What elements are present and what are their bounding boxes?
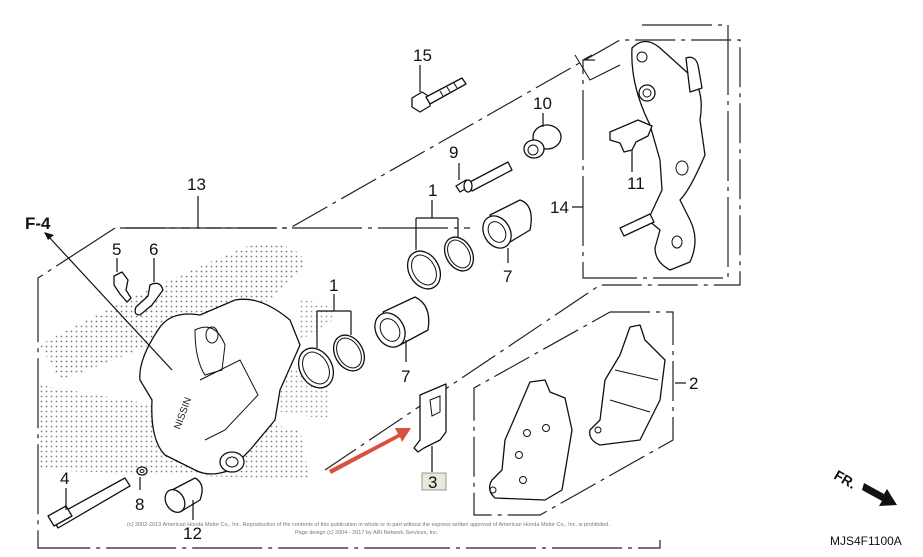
callout-15[interactable]: 15 [413,46,432,65]
group-2-outline [473,311,674,516]
callout-1-lower[interactable]: 1 [329,276,338,295]
part-4-pin[interactable] [47,477,131,529]
part-11-pin[interactable] [161,477,203,516]
callout-5[interactable]: 5 [112,240,121,259]
part-9-clip[interactable] [609,119,653,153]
part-1-seals-upper[interactable] [401,232,479,295]
part-1-seals-lower[interactable] [292,330,371,395]
callout-11[interactable]: 12 [183,524,202,543]
part-3-clip[interactable] [413,383,447,453]
copyright-line-2: Page design (c) 2004 - 2017 by ARI Netwo… [295,530,439,536]
callout-4[interactable]: 4 [60,469,69,488]
leader-lines [44,65,686,520]
part-7-piston-lower[interactable] [369,296,430,353]
callout-10[interactable]: 9 [449,143,458,162]
part-8-washer[interactable] [136,466,148,476]
copyright-line-1: (c) 2002-2013 American Honda Motor Co., … [127,522,610,528]
highlight-arrow [329,428,411,474]
callout-7-lower[interactable]: 7 [401,367,410,386]
callout-2[interactable]: 2 [689,374,698,393]
front-direction-indicator: FR. [832,467,897,506]
part-14-bracket[interactable] [619,40,706,271]
part-15-bolt[interactable] [411,77,467,113]
part-5-bleeder[interactable] [113,271,132,303]
callout-8[interactable]: 8 [135,495,144,514]
callout-3[interactable]: 3 [428,473,437,492]
group-13-outline [37,227,661,549]
reference-f4[interactable]: F-4 [25,214,51,233]
part-6-cap[interactable] [134,282,164,316]
part-12-boot[interactable] [523,124,562,159]
group-14-connector [574,54,621,81]
part-13-caliper-body[interactable]: NISSIN [139,298,301,475]
callout-7-upper[interactable]: 7 [503,267,512,286]
callout-12[interactable]: 10 [533,94,552,113]
front-arrow-icon [862,483,897,506]
front-label: FR. [832,467,860,492]
callout-13[interactable]: 13 [187,175,206,194]
part-2-pads[interactable] [488,324,666,501]
callout-1-upper[interactable]: 1 [428,181,437,200]
callout-9[interactable]: 11 [627,174,645,193]
part-7-piston-upper[interactable] [477,199,532,253]
diagram-code: MJS4F1100A [830,534,902,548]
callout-labels: 15 10 9 13 1 11 14 F-4 5 6 7 1 7 2 3 4 8… [25,46,698,543]
part-10-pin[interactable] [455,161,513,193]
callout-3-highlight-box [421,472,447,491]
group-13-upper-edge [125,39,741,471]
callout-14[interactable]: 14 [550,198,569,217]
group-14-outline [582,24,729,279]
callout-6[interactable]: 6 [149,240,158,259]
